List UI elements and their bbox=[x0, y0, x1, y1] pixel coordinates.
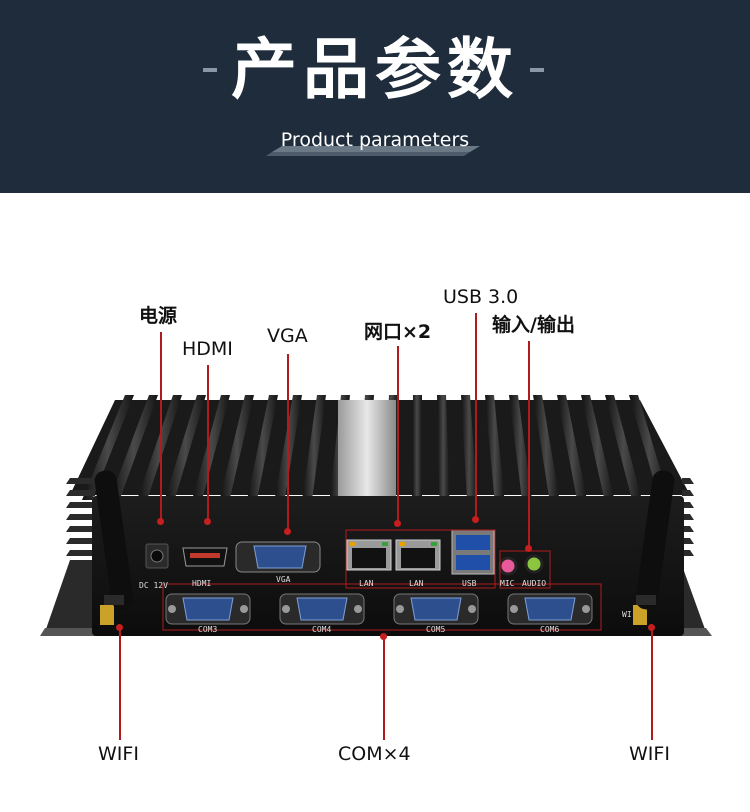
wifi-left-pointer-dot bbox=[116, 624, 123, 631]
side-fin-right bbox=[682, 526, 694, 532]
left-foot bbox=[45, 560, 100, 632]
mic-jack bbox=[498, 556, 518, 576]
wifi-right-label: WIFI bbox=[629, 743, 670, 765]
com6-port-label: COM6 bbox=[540, 625, 559, 634]
heatsink-fin bbox=[247, 395, 278, 500]
lan1-port-label: LAN bbox=[359, 579, 374, 588]
vga-label: VGA bbox=[267, 325, 308, 347]
lan-port-2 bbox=[395, 539, 441, 571]
com-pointer-line bbox=[383, 636, 385, 740]
power-pointer-line bbox=[160, 332, 162, 520]
header-banner: 产品参数 Product parameters bbox=[0, 0, 750, 193]
side-fin-right bbox=[682, 478, 694, 484]
heatsink-fin bbox=[461, 395, 477, 500]
vga-pointer-dot bbox=[284, 528, 291, 535]
audio-jack bbox=[524, 554, 544, 574]
side-fin-right bbox=[682, 538, 694, 544]
com-port-4 bbox=[279, 593, 365, 625]
mic-port-label: MIC bbox=[500, 579, 515, 588]
side-fin-left bbox=[66, 526, 95, 532]
usb-label: USB 3.0 bbox=[443, 286, 519, 308]
wifi-tag-label: WI bbox=[622, 610, 632, 619]
vga-pointer-line bbox=[287, 354, 289, 530]
com-highlight-box bbox=[162, 583, 602, 631]
lan-label: 网口×2 bbox=[364, 321, 432, 343]
side-fin-left bbox=[66, 490, 95, 496]
audio-port-label: AUDIO bbox=[522, 579, 546, 588]
page-title: 产品参数 bbox=[231, 31, 519, 108]
heatsink-fin bbox=[302, 395, 326, 500]
side-fin-right bbox=[682, 550, 694, 556]
heatsink-fin bbox=[557, 395, 587, 500]
heatsink-fin bbox=[164, 395, 206, 500]
wifi-right-pointer-dot bbox=[648, 624, 655, 631]
page-subtitle: Product parameters bbox=[280, 129, 470, 151]
heatsink-fin bbox=[137, 395, 182, 500]
side-fin-right bbox=[682, 514, 694, 520]
hdmi-pointer-dot bbox=[204, 518, 211, 525]
com4-port-label: COM4 bbox=[312, 625, 331, 634]
vga-port bbox=[235, 541, 321, 573]
vga-port-label: VGA bbox=[276, 575, 291, 584]
wifi-left-label: WIFI bbox=[98, 743, 139, 765]
lan-port-1 bbox=[346, 539, 392, 571]
hdmi-pointer-line bbox=[207, 365, 209, 521]
side-fin-left bbox=[66, 538, 95, 544]
wifi-antenna-right bbox=[633, 470, 675, 625]
power-pointer-dot bbox=[157, 518, 164, 525]
side-fin-left bbox=[66, 550, 95, 556]
lan2-port-label: LAN bbox=[409, 579, 424, 588]
wifi-right-pointer-line bbox=[651, 628, 653, 740]
heatsink-fin bbox=[581, 395, 615, 500]
heatsink-fin bbox=[605, 395, 642, 500]
wifi-antenna-left bbox=[94, 470, 134, 625]
com-label: COM×4 bbox=[338, 743, 411, 765]
heatsink-fin bbox=[533, 395, 560, 500]
dc-port-label: DC 12V bbox=[139, 581, 168, 590]
lan-pointer-line bbox=[397, 346, 399, 522]
side-fin-right bbox=[682, 502, 694, 508]
usb-pointer-line bbox=[475, 313, 477, 519]
side-fin-left bbox=[66, 502, 95, 508]
title-dash-right bbox=[530, 68, 544, 72]
dc-power-jack bbox=[145, 543, 169, 569]
side-fin-right bbox=[682, 490, 694, 496]
audio-highlight-box bbox=[499, 550, 551, 589]
audio-pointer-dot bbox=[525, 545, 532, 552]
center-cap bbox=[338, 400, 396, 500]
heatsink-fin bbox=[437, 395, 450, 500]
subtitle-ribbon bbox=[266, 146, 480, 156]
com5-port-label: COM5 bbox=[426, 625, 445, 634]
usb-ports bbox=[451, 529, 495, 575]
heatsink-fin bbox=[509, 395, 532, 500]
usb-port-label: USB bbox=[462, 579, 477, 588]
hdmi-label: HDMI bbox=[182, 338, 233, 360]
power-label: 电源 bbox=[139, 305, 178, 327]
heatsink-fin bbox=[412, 395, 422, 500]
title-dash-left bbox=[203, 68, 217, 72]
heatsink-fin bbox=[82, 395, 134, 500]
heatsink-fin bbox=[109, 395, 158, 500]
com-ports bbox=[165, 593, 593, 625]
heatsink-fin bbox=[485, 395, 505, 500]
com-port-6 bbox=[507, 593, 593, 625]
com-pointer-dot bbox=[380, 633, 387, 640]
hdmi-port-label: HDMI bbox=[192, 579, 211, 588]
usb-pointer-dot bbox=[472, 516, 479, 523]
lan-pointer-dot bbox=[394, 520, 401, 527]
com-port-5 bbox=[393, 593, 479, 625]
side-fin-left bbox=[66, 514, 95, 520]
lan-usb-highlight-box bbox=[345, 529, 496, 589]
audio-label: 输入/输出 bbox=[492, 314, 575, 336]
hdmi-port bbox=[182, 547, 228, 567]
side-fin-left bbox=[66, 478, 95, 484]
heatsink-fin bbox=[192, 395, 230, 500]
heatsink-fin bbox=[219, 395, 254, 500]
wifi-left-pointer-line bbox=[119, 628, 121, 740]
com3-port-label: COM3 bbox=[198, 625, 217, 634]
com-port-3 bbox=[165, 593, 251, 625]
audio-pointer-line bbox=[528, 341, 530, 548]
